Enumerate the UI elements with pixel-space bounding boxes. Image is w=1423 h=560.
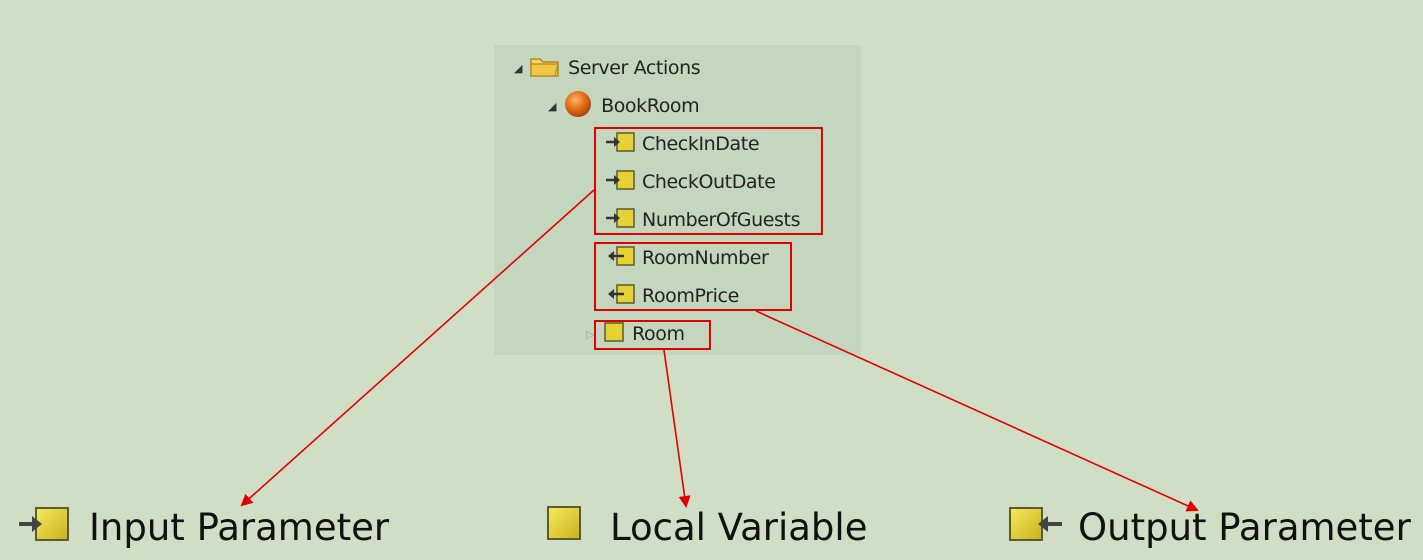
input-parameter-icon bbox=[17, 504, 71, 551]
local-variable-icon bbox=[602, 321, 626, 348]
tree-item-bookroom[interactable]: ◢ BookRoom bbox=[548, 90, 700, 123]
tree-item-label: BookRoom bbox=[601, 95, 700, 117]
legend-label: Input Parameter bbox=[89, 505, 390, 549]
tree-item-label: RoomNumber bbox=[642, 247, 769, 269]
legend-output-parameter: Output Parameter bbox=[1008, 502, 1411, 552]
tree-item-input-parameter[interactable]: CheckOutDate bbox=[605, 167, 776, 197]
tree-item-label: NumberOfGuests bbox=[642, 209, 801, 231]
input-parameters-highlight bbox=[594, 127, 823, 235]
tree-item-label: CheckOutDate bbox=[642, 171, 776, 193]
legend-local-variable: Local Variable bbox=[546, 502, 867, 552]
tree-item-output-parameter[interactable]: RoomPrice bbox=[605, 281, 739, 311]
arrow-to-output-legend bbox=[755, 310, 1199, 512]
tree-item-output-parameter[interactable]: RoomNumber bbox=[605, 243, 769, 273]
input-parameter-icon bbox=[605, 169, 636, 196]
tree-item-local-variable[interactable]: ▷ Room bbox=[586, 319, 685, 349]
legend-label: Local Variable bbox=[610, 505, 868, 549]
tree-item-label: Server Actions bbox=[568, 57, 701, 79]
action-circle-icon bbox=[564, 90, 592, 123]
collapsed-arrow-icon[interactable]: ▷ bbox=[586, 327, 595, 341]
input-parameter-icon bbox=[605, 131, 636, 158]
legend-label: Output Parameter bbox=[1078, 505, 1411, 549]
folder-icon bbox=[530, 55, 560, 82]
legend-input-parameter: Input Parameter bbox=[17, 502, 389, 552]
output-parameter-icon bbox=[605, 283, 636, 310]
output-parameters-highlight bbox=[594, 242, 792, 311]
tree-item-label: CheckInDate bbox=[642, 133, 760, 155]
output-parameter-icon bbox=[1008, 504, 1064, 551]
tree-item-input-parameter[interactable]: NumberOfGuests bbox=[605, 205, 800, 235]
arrow-to-input-legend bbox=[240, 189, 595, 507]
local-variables-highlight bbox=[594, 320, 711, 350]
tree-item-label: Room bbox=[632, 323, 685, 345]
tree-item-server-actions[interactable]: ◢ Server Actions bbox=[514, 53, 701, 83]
arrow-to-local-legend bbox=[663, 349, 691, 508]
expand-arrow-icon[interactable]: ◢ bbox=[514, 61, 523, 75]
tree-item-input-parameter[interactable]: CheckInDate bbox=[605, 129, 760, 159]
local-variable-icon bbox=[546, 504, 584, 551]
output-parameter-icon bbox=[605, 245, 636, 272]
tree-item-label: RoomPrice bbox=[642, 285, 739, 307]
tree-panel bbox=[494, 45, 861, 355]
input-parameter-icon bbox=[605, 207, 636, 234]
expand-arrow-icon[interactable]: ◢ bbox=[548, 99, 557, 113]
